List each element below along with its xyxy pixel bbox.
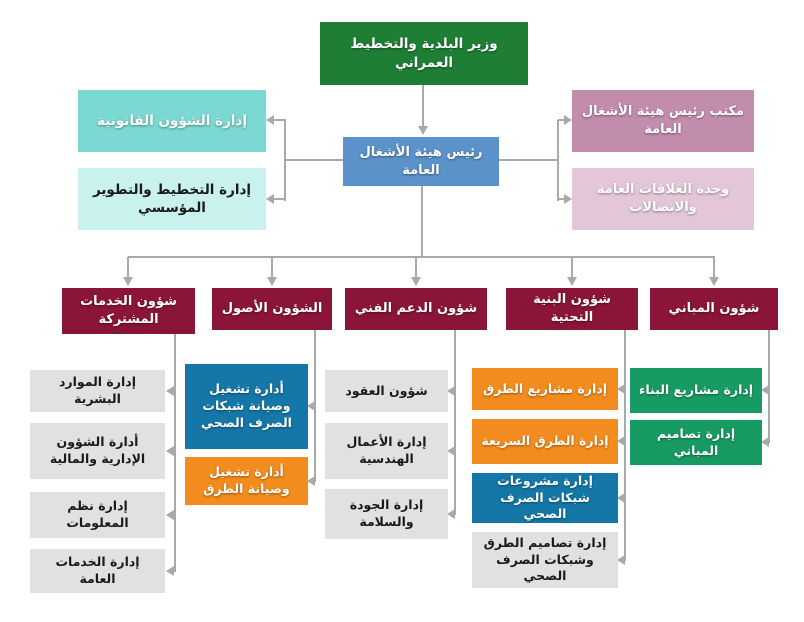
arrow-left-icon bbox=[266, 115, 274, 125]
arrow-left-icon bbox=[447, 386, 455, 396]
arrow-down-icon bbox=[709, 277, 719, 286]
node-engineering-works: إدارة الأعمال الهندسية bbox=[325, 423, 448, 479]
arrow-left-icon bbox=[617, 436, 625, 446]
connector-line bbox=[314, 330, 316, 482]
node-building-designs: إدارة تصاميم المباني bbox=[630, 420, 762, 465]
node-legal-affairs: إدارة الشؤون القانونية bbox=[78, 90, 266, 152]
arrow-down-icon bbox=[418, 126, 428, 135]
node-expressways: إدارة الطرق السريعة bbox=[472, 419, 618, 464]
node-chairman-office: مكتب رئيس هيئة الأشغال العامة bbox=[572, 90, 754, 152]
node-sewerage-projects: إدارة مشروعات شبكات الصرف الصحي bbox=[472, 473, 618, 523]
connector-line bbox=[557, 120, 559, 201]
connector-line bbox=[454, 330, 456, 515]
arrow-left-icon bbox=[617, 555, 625, 565]
node-minister: وزير البلدية والتخطيط العمراني bbox=[320, 22, 528, 85]
node-info-systems: إدارة نظم المعلومات bbox=[30, 492, 165, 538]
arrow-left-icon bbox=[447, 509, 455, 519]
connector-line bbox=[558, 119, 565, 121]
connector-line bbox=[174, 334, 176, 572]
arrow-left-icon bbox=[266, 194, 274, 204]
connector-line bbox=[127, 257, 129, 278]
connector-line bbox=[558, 198, 565, 200]
node-hr: إدارة الموارد البشرية bbox=[30, 370, 165, 412]
connector-line bbox=[415, 257, 417, 278]
node-contracts: شؤون العقود bbox=[325, 370, 448, 412]
node-construction-projects: إدارة مشاريع البناء bbox=[630, 368, 762, 413]
connector-line bbox=[128, 256, 715, 258]
arrow-left-icon bbox=[761, 437, 769, 447]
arrow-left-icon bbox=[307, 476, 315, 486]
connector-line bbox=[273, 198, 286, 200]
node-roads-om: أدارة تشغيل وصيانة الطرق bbox=[185, 457, 308, 505]
arrow-left-icon bbox=[447, 446, 455, 456]
arrow-down-icon bbox=[567, 277, 577, 286]
arrow-right-icon bbox=[564, 115, 572, 125]
arrow-left-icon bbox=[166, 510, 174, 520]
arrow-left-icon bbox=[617, 493, 625, 503]
sector-infrastructure: شؤون البنية التحتية bbox=[506, 288, 638, 330]
connector-line bbox=[273, 119, 286, 121]
node-admin-finance: أدارة الشؤون الإدارية والمالية bbox=[30, 423, 165, 479]
arrow-left-icon bbox=[166, 446, 174, 456]
arrow-left-icon bbox=[166, 566, 174, 576]
node-general-services: إدارة الخدمات العامة bbox=[30, 549, 165, 593]
node-planning-development: إدارة التخطيط والتطوير المؤسسي bbox=[78, 168, 266, 230]
connector-line bbox=[284, 120, 286, 201]
arrow-left-icon bbox=[166, 386, 174, 396]
sector-buildings: شؤون المباني bbox=[650, 288, 778, 330]
connector-line bbox=[422, 85, 424, 127]
arrow-left-icon bbox=[761, 385, 769, 395]
node-road-projects: إدارة مشاريع الطرق bbox=[472, 368, 618, 410]
arrow-left-icon bbox=[307, 401, 315, 411]
arrow-down-icon bbox=[411, 277, 421, 286]
connector-line bbox=[571, 257, 573, 278]
arrow-down-icon bbox=[123, 277, 133, 286]
connector-line bbox=[768, 330, 770, 443]
arrow-left-icon bbox=[617, 384, 625, 394]
connector-line bbox=[624, 330, 626, 561]
connector-line bbox=[713, 257, 715, 278]
node-sewerage-om: أدارة تشغيل وصيانة شبكات الصرف الصحي bbox=[185, 364, 308, 449]
connector-line bbox=[499, 159, 558, 161]
node-public-relations: وحدة العلاقات العامة والاتصالات bbox=[572, 168, 754, 230]
node-chairman: رئيس هيئة الأشغال العامة bbox=[343, 137, 499, 186]
sector-shared-services: شؤون الخدمات المشتركة bbox=[62, 288, 195, 334]
connector-line bbox=[421, 186, 423, 258]
sector-technical-support: شؤون الدعم الفني bbox=[345, 288, 487, 330]
sector-assets: الشؤون الأصول bbox=[212, 288, 332, 330]
connector-line bbox=[271, 257, 273, 278]
node-quality-safety: إدارة الجودة والسلامة bbox=[325, 489, 448, 539]
arrow-right-icon bbox=[564, 194, 572, 204]
node-road-designs: إدارة تصاميم الطرق وشبكات الصرف الصحي bbox=[472, 532, 618, 588]
connector-line bbox=[285, 159, 343, 161]
arrow-down-icon bbox=[267, 277, 277, 286]
